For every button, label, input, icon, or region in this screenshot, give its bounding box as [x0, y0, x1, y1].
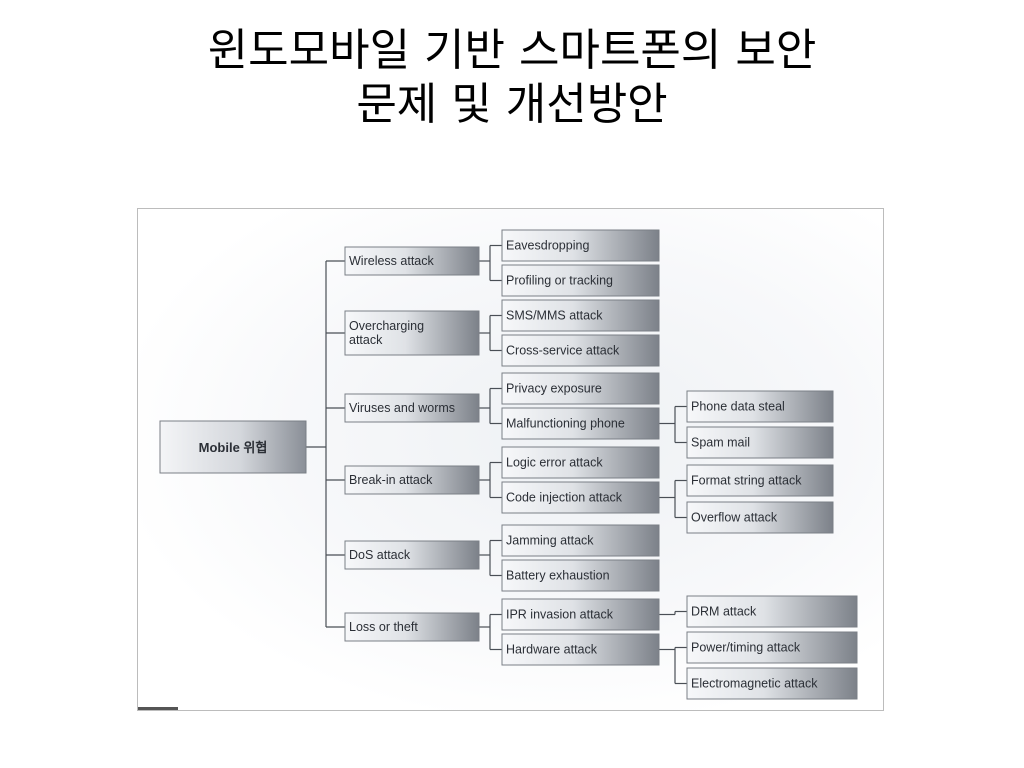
threat-node-1-2-box [501, 264, 660, 297]
threat-node-4-2-label: Code injection attack [506, 491, 623, 505]
threat-node-3-1-box [501, 372, 660, 405]
threat-node-3-2: Malfunctioning phone [501, 407, 660, 440]
leaf-node-6-2-2-label: Electromagnetic attack [691, 677, 818, 691]
category-node-3: Viruses and worms [344, 393, 480, 423]
category-node-3-label: Viruses and worms [349, 401, 455, 415]
threat-node-3-2-box [501, 407, 660, 440]
threat-node-6-1-box [501, 598, 660, 631]
figure-edge-mark [138, 707, 178, 710]
threat-node-2-2-box [501, 334, 660, 367]
threat-node-5-1: Jamming attack [501, 524, 660, 557]
category-node-6-label: Loss or theft [349, 620, 418, 634]
threat-node-4-2-box [501, 481, 660, 514]
threat-node-4-2: Code injection attack [501, 481, 660, 514]
category-node-1-box [344, 246, 480, 276]
threat-tree-diagram: Mobile 위협 Wireless attack EavesdroppingPro… [159, 229, 858, 700]
slide-title: 윈도모바일 기반 스마트폰의 보안 문제 및 개선방안 [0, 24, 1024, 132]
leaf-node-6-1-1-label: DRM attack [691, 605, 757, 619]
threat-node-1-1-box [501, 229, 660, 262]
root-node-mobile-threat-box [159, 420, 307, 474]
leaf-node-3-2-2-label: Spam mail [691, 436, 750, 450]
threat-node-1-2-label: Profiling or tracking [506, 274, 613, 288]
root-node-mobile-threat-label: Mobile 위협 [199, 440, 268, 455]
title-line-1: 윈도모바일 기반 스마트폰의 보안 [207, 25, 817, 76]
threat-node-5-1-box [501, 524, 660, 557]
threat-node-5-2-box [501, 559, 660, 592]
category-node-1: Wireless attack [344, 246, 480, 276]
category-node-4: Break-in attack [344, 465, 480, 495]
threat-node-6-2-box [501, 633, 660, 666]
threat-node-5-2: Battery exhaustion [501, 559, 660, 592]
threat-node-6-2-label: Hardware attack [506, 643, 598, 657]
category-node-5: DoS attack [344, 540, 480, 570]
leaf-node-4-2-2-label: Overflow attack [691, 511, 778, 525]
category-node-3-box [344, 393, 480, 423]
leaf-node-4-2-1: Format string attack [686, 464, 834, 497]
category-node-1-label: Wireless attack [349, 254, 434, 268]
threat-node-4-1: Logic error attack [501, 446, 660, 479]
threat-node-1-2: Profiling or tracking [501, 264, 660, 297]
leaf-node-3-2-1-box [686, 390, 834, 423]
leaf-node-3-2-1-label: Phone data steal [691, 400, 785, 414]
threat-node-2-1-label: SMS/MMS attack [506, 309, 603, 323]
threat-node-4-1-label: Logic error attack [506, 456, 603, 470]
category-node-5-box [344, 540, 480, 570]
root-node-mobile-threat: Mobile 위협 [159, 420, 307, 474]
leaf-node-4-2-1-box [686, 464, 834, 497]
threat-node-3-1-label: Privacy exposure [506, 382, 602, 396]
leaf-node-4-2-2: Overflow attack [686, 501, 834, 534]
leaf-node-6-2-1-label: Power/timing attack [691, 641, 801, 655]
category-node-4-label: Break-in attack [349, 473, 433, 487]
category-node-5-label: DoS attack [349, 548, 411, 562]
leaf-node-4-2-2-box [686, 501, 834, 534]
leaf-node-6-1-1-box [686, 595, 858, 628]
threat-node-5-1-label: Jamming attack [506, 534, 594, 548]
threat-node-3-2-label: Malfunctioning phone [506, 417, 625, 431]
threat-node-3-1: Privacy exposure [501, 372, 660, 405]
leaf-node-3-2-2-box [686, 426, 834, 459]
threat-node-6-1: IPR invasion attack [501, 598, 660, 631]
leaf-node-6-2-1: Power/timing attack [686, 631, 858, 664]
leaf-node-4-2-1-label: Format string attack [691, 474, 802, 488]
leaf-node-6-1-1: DRM attack [686, 595, 858, 628]
category-node-4-box [344, 465, 480, 495]
threat-node-2-1: SMS/MMS attack [501, 299, 660, 332]
category-node-2-box [344, 310, 480, 356]
leaf-node-6-2-1-box [686, 631, 858, 664]
threat-node-1-1-label: Eavesdropping [506, 239, 589, 253]
category-node-2-label: attack [349, 333, 383, 347]
category-node-6-box [344, 612, 480, 642]
category-node-6: Loss or theft [344, 612, 480, 642]
title-line-2: 문제 및 개선방안 [356, 79, 668, 130]
leaf-node-6-2-2-box [686, 667, 858, 700]
threat-node-1-1: Eavesdropping [501, 229, 660, 262]
threat-node-2-2: Cross-service attack [501, 334, 660, 367]
leaf-node-6-2-2: Electromagnetic attack [686, 667, 858, 700]
threat-node-6-2: Hardware attack [501, 633, 660, 666]
threat-node-2-2-label: Cross-service attack [506, 344, 620, 358]
threat-node-2-1-box [501, 299, 660, 332]
leaf-node-3-2-2: Spam mail [686, 426, 834, 459]
threat-node-4-1-box [501, 446, 660, 479]
threat-node-5-2-label: Battery exhaustion [506, 569, 610, 583]
category-node-2-label: Overcharging [349, 319, 424, 333]
threat-node-6-1-label: IPR invasion attack [506, 608, 614, 622]
leaf-node-3-2-1: Phone data steal [686, 390, 834, 423]
